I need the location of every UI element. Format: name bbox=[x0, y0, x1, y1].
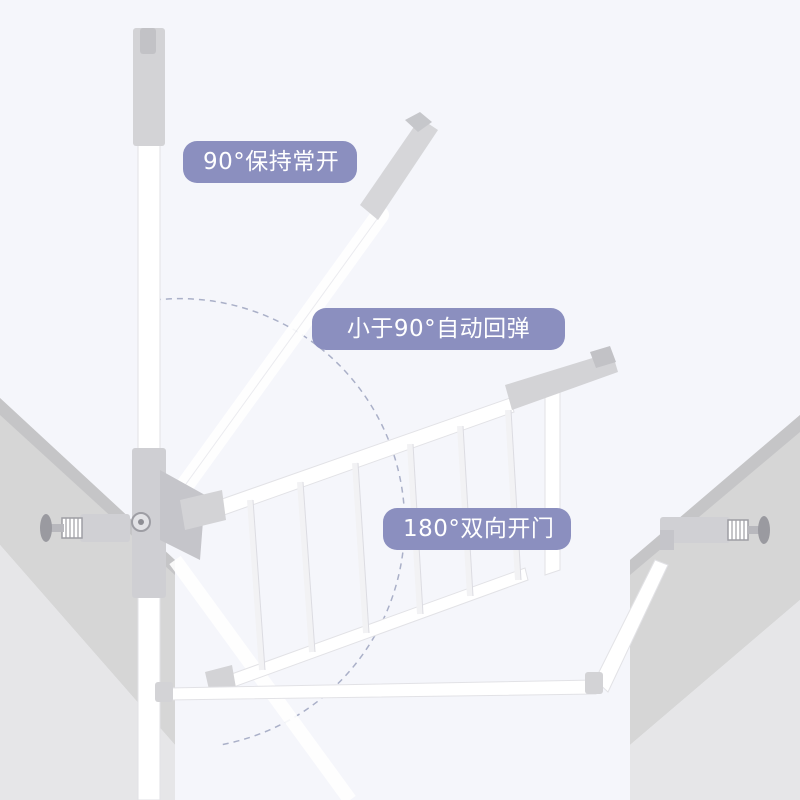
gate-auto-close bbox=[151, 112, 438, 800]
left-wall bbox=[0, 398, 175, 800]
pressure-mount-bolt-icon bbox=[660, 516, 770, 550]
label-hold-open-90: 90°保持常开 bbox=[183, 141, 357, 183]
rotation-arc bbox=[154, 297, 406, 746]
gate-panel-open bbox=[204, 346, 618, 694]
label-auto-close-under-90: 小于90°自动回弹 bbox=[312, 308, 565, 350]
gate-closed bbox=[155, 559, 669, 702]
hinge-icon bbox=[131, 448, 226, 598]
label-double-open-180: 180°双向开门 bbox=[383, 508, 571, 550]
pressure-mount-bolt-icon bbox=[40, 514, 130, 542]
